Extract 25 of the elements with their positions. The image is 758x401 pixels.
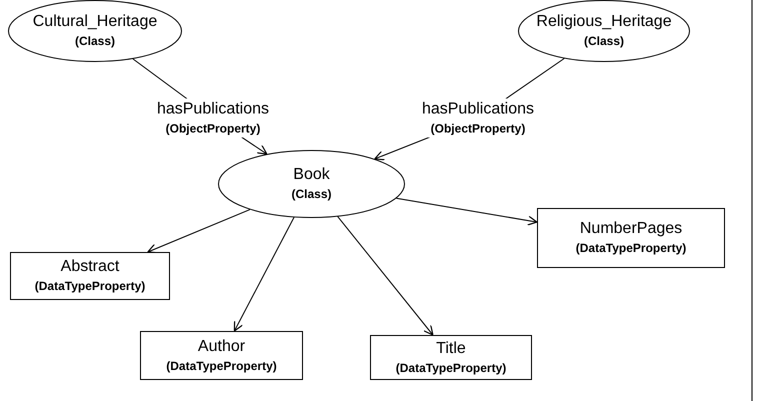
arrow: [234, 216, 294, 332]
class-ellipse: [8, 0, 182, 62]
property-box: [140, 331, 303, 380]
node-label: Cultural_Heritage: [32, 12, 158, 32]
property-box: [10, 252, 170, 300]
arrow: [396, 198, 538, 226]
node-label: Author: [198, 336, 246, 357]
node-label: Book: [293, 165, 330, 186]
type-label: (DataTypeProperty): [166, 358, 277, 374]
class-ellipse: [518, 0, 690, 62]
node-label: Religious_Heritage: [536, 12, 672, 32]
type-label: (Class): [584, 34, 624, 50]
type-label: (Class): [74, 34, 115, 50]
class-ellipse: [218, 150, 405, 218]
arrow: [337, 216, 434, 336]
property-box: [537, 208, 725, 268]
node-label: Title: [436, 338, 466, 359]
arrow: [147, 209, 250, 254]
type-label: (Class): [291, 187, 332, 203]
type-label: (DataTypeProperty): [576, 241, 686, 257]
type-label: (DataTypeProperty): [396, 360, 506, 376]
property-box: [370, 335, 532, 380]
type-label: (DataTypeProperty): [34, 279, 146, 295]
node-label: Abstract: [60, 257, 120, 278]
node-label: NumberPages: [580, 219, 682, 240]
